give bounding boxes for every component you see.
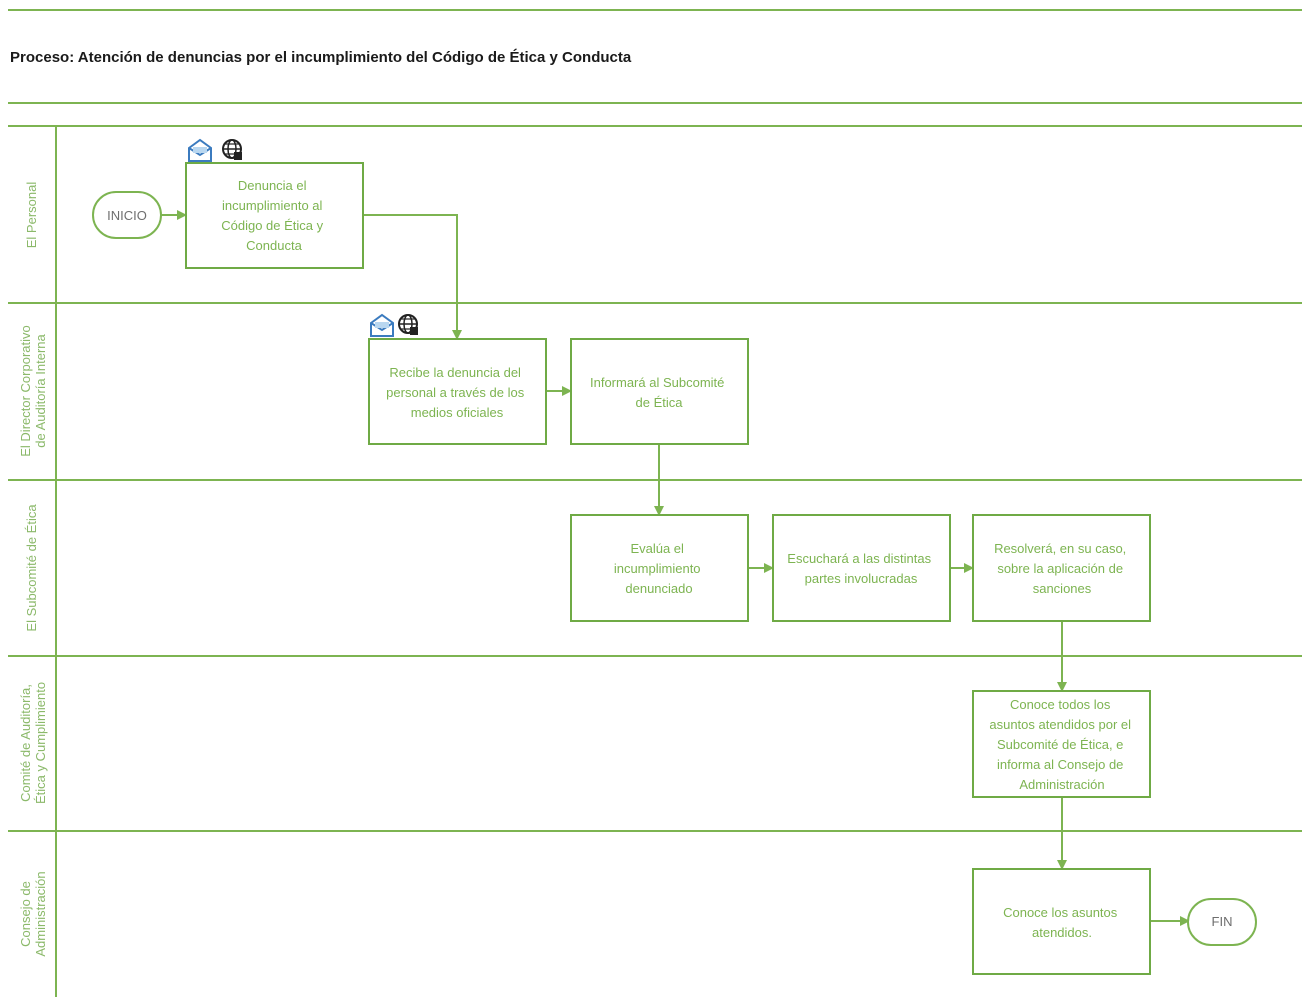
end-terminal: FIN	[1187, 898, 1257, 946]
svg-text:Informará al Subcomité d: Informará al Subcomité de Ética	[590, 375, 728, 410]
connector-denuncia-recibe	[363, 214, 462, 340]
activity-recibe-denuncia: Recibe la denuncia del personal a través…	[368, 338, 547, 445]
activity-conoce-todos: Conoce todos los asuntos atendidos por e…	[972, 690, 1151, 798]
lane-label-personal: El Personal	[24, 182, 39, 249]
lane-label-line: Administración	[33, 871, 48, 956]
lane-label-comite-auditoria: Comité de Auditoría, Ética y Cumplimient…	[18, 682, 48, 804]
email-icon	[370, 313, 394, 337]
svg-text:Resolverá, en su caso, s: Resolverá, en su caso, sobre la aplicaci…	[994, 541, 1130, 596]
lane-label-subcomite-etica: El Subcomité de Ética	[24, 504, 39, 632]
lane-label-line: Consejo de	[18, 881, 33, 947]
svg-text:Conoce todos los asuntos: Conoce todos los asuntos atendidos por e…	[989, 697, 1134, 792]
lane-label-line: Comité de Auditoría,	[18, 684, 33, 802]
activity-escucha: Escuchará a las distintas partes involuc…	[772, 514, 951, 622]
svg-text:Escuchará a las distintas: Escuchará a las distintas partes involuc…	[787, 551, 934, 586]
svg-text:Denuncia el incumplimien: Denuncia el incumplimiento al Código de …	[221, 178, 327, 253]
activity-denuncia: Denuncia el incumplimiento al Código de …	[185, 162, 364, 269]
flow-connectors	[161, 210, 1190, 926]
svg-text:Conoce los asuntos atend: Conoce los asuntos atendidos.	[1003, 905, 1121, 940]
activity-evalua: Evalúa el incumplimiento denunciado	[570, 514, 749, 622]
page-title: Proceso: Atención de denuncias por el in…	[10, 49, 632, 66]
end-terminal-label: FIN	[1212, 914, 1233, 929]
svg-text:Evalúa el incumplimiento: Evalúa el incumplimiento denunciado	[614, 541, 704, 596]
lane-label-line: El Personal	[24, 182, 39, 249]
swimlane-grid	[8, 126, 1302, 997]
activity-informa-subcomite: Informará al Subcomité de Ética	[570, 338, 749, 445]
svg-text:Recibe la denuncia del p: Recibe la denuncia del personal a través…	[386, 365, 528, 420]
lane-label-consejo: Consejo de Administración	[18, 871, 48, 956]
lane-label-line: El Subcomité de Ética	[24, 504, 39, 632]
web-globe-icon	[222, 139, 242, 160]
activity-conoce-asuntos: Conoce los asuntos atendidos.	[972, 868, 1151, 975]
lane-label-director-auditoria: El Director Corporativo de Auditoría Int…	[18, 325, 48, 457]
lane-label-line: Ética y Cumplimiento	[33, 682, 48, 804]
activity-resuelve: Resolverá, en su caso, sobre la aplicaci…	[972, 514, 1151, 622]
start-terminal-label: INICIO	[107, 208, 147, 223]
start-terminal: INICIO	[92, 191, 162, 239]
web-globe-icon	[398, 314, 418, 335]
header-frame	[8, 9, 1302, 127]
lane-label-line: El Director Corporativo	[18, 325, 33, 457]
lane-label-line: de Auditoría Interna	[33, 334, 48, 448]
email-icon	[188, 138, 212, 162]
